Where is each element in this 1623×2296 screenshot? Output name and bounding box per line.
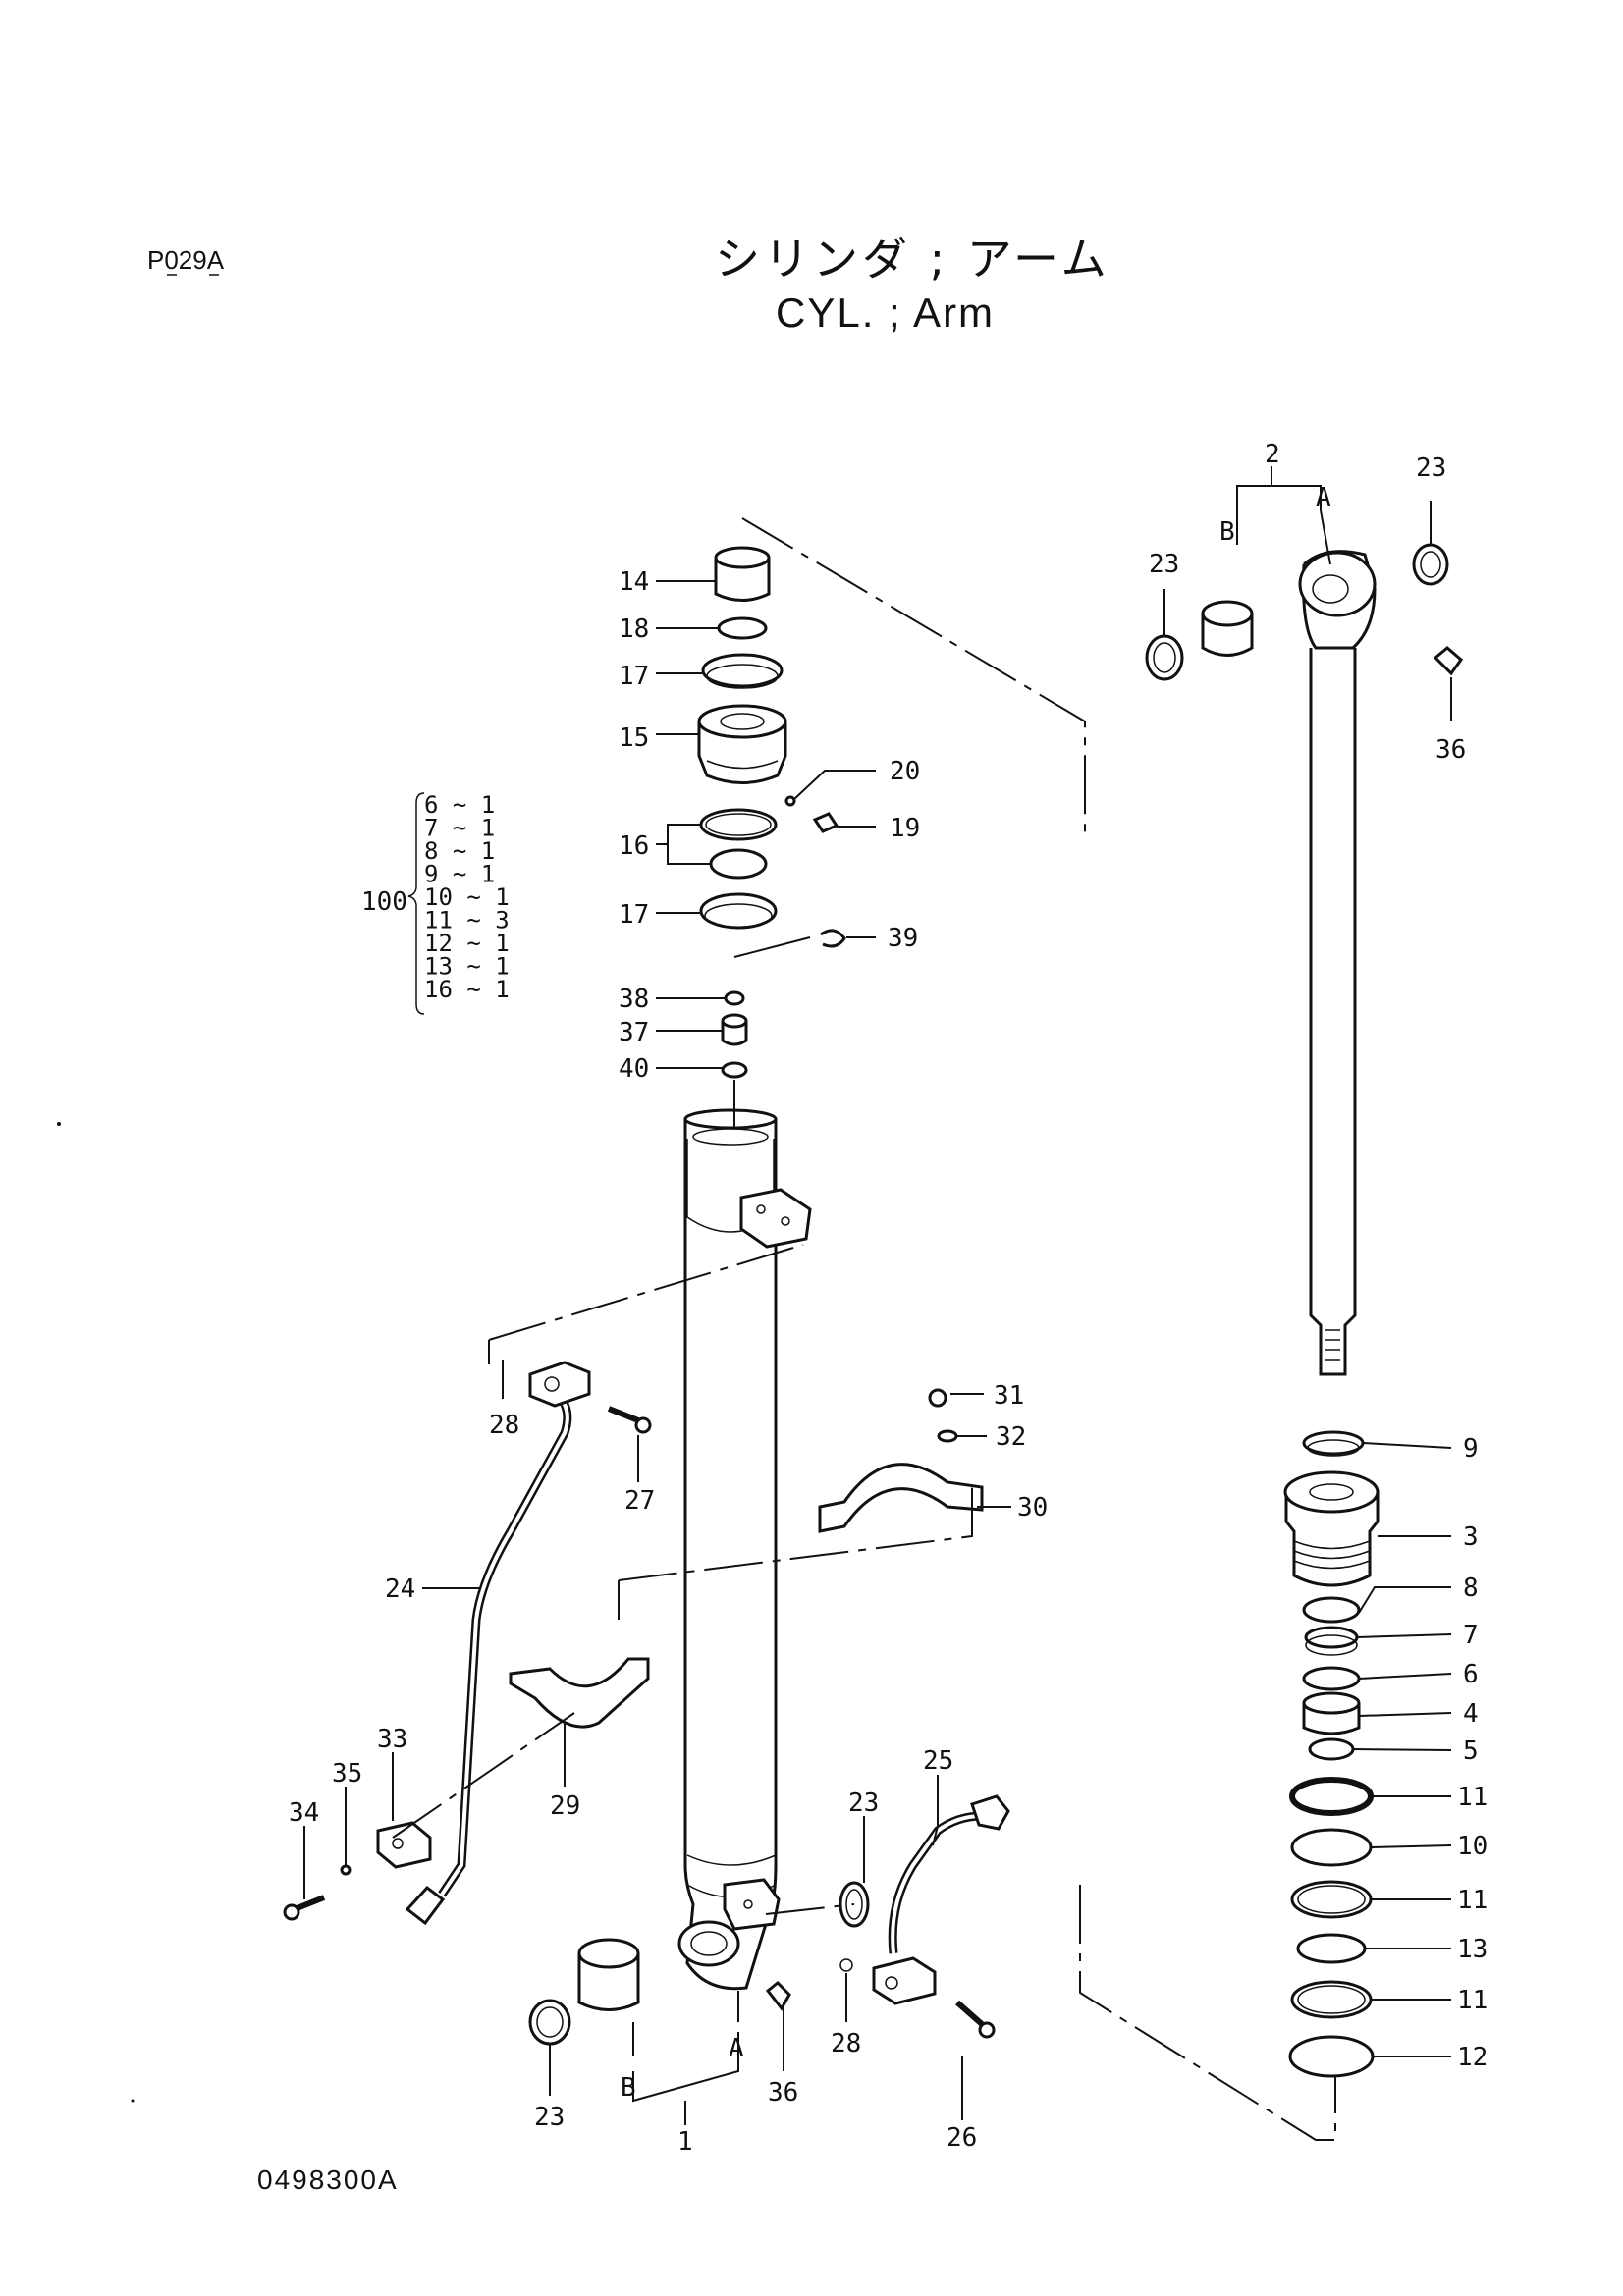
callout-36: 36 <box>1435 735 1466 765</box>
tube-port-head <box>739 1188 812 1249</box>
callout-14: 14 <box>619 567 649 597</box>
callout-30: 30 <box>1017 1493 1048 1522</box>
callout-6: 6 <box>1463 1660 1479 1689</box>
kit-row: 16 ~ 1 <box>424 976 510 1003</box>
kit-number: 100 <box>361 887 407 917</box>
callout-17: 17 <box>619 900 649 930</box>
callout-26: 26 <box>947 2123 977 2153</box>
callout-18: 18 <box>619 614 649 644</box>
page-code: P029A <box>147 245 225 275</box>
grease-nipple <box>765 1980 791 2011</box>
assembly-lines <box>392 517 1336 2141</box>
kit-row: 6 ~ 1 <box>424 791 495 819</box>
cylinder-tube <box>677 1108 812 2011</box>
callout-32: 32 <box>996 1422 1026 1452</box>
callout-4: 4 <box>1463 1699 1479 1729</box>
callout-sub-a-tube: A <box>729 2034 744 2063</box>
callout-31: 31 <box>994 1381 1024 1411</box>
callout-28: 28 <box>831 2029 861 2058</box>
callout-29: 29 <box>550 1791 580 1821</box>
callout-34: 34 <box>289 1798 319 1828</box>
callout-8: 8 <box>1463 1574 1479 1603</box>
pipe-assembly-bottom <box>528 1794 1010 2046</box>
callout-12: 12 <box>1457 2043 1488 2072</box>
piston-rod <box>1145 543 1464 1376</box>
callout-16: 16 <box>619 831 649 861</box>
callout-sub-a-rod: A <box>1316 483 1331 512</box>
callout-11: 11 <box>1457 1886 1488 1915</box>
callout-25: 25 <box>923 1746 953 1776</box>
callout-2: 2 <box>1265 440 1280 469</box>
seal-kit-list: 100 6 ~ 1 7 ~ 1 8 ~ 1 9 ~ 110 ~ 111 ~ 31… <box>361 791 510 1015</box>
title-japanese: シリンダ ; アーム <box>715 233 1110 286</box>
callout-3: 3 <box>1463 1522 1479 1552</box>
callout-33: 33 <box>377 1725 407 1754</box>
callout-9: 9 <box>1463 1434 1479 1464</box>
callout-17: 17 <box>619 662 649 691</box>
kit-row: 9 ~ 1 <box>424 861 495 888</box>
callout-40: 40 <box>619 1054 649 1084</box>
callout-sub-b-tube: B <box>621 2073 636 2103</box>
callout-27: 27 <box>624 1486 655 1516</box>
callout-5: 5 <box>1463 1736 1479 1766</box>
callout-labels: 14 18 17 15 20 19 16 17 39 38 37 40 2 A … <box>289 440 1488 2157</box>
callout-20: 20 <box>890 757 920 786</box>
callout-28: 28 <box>489 1411 519 1440</box>
callout-23: 23 <box>848 1789 879 1818</box>
kit-row: 13 ~ 1 <box>424 953 510 981</box>
kit-brace <box>407 792 425 1015</box>
callout-13: 13 <box>1457 1935 1488 1964</box>
callout-23: 23 <box>534 2103 565 2132</box>
callout-23: 23 <box>1149 550 1179 579</box>
kit-row: 10 ~ 1 <box>424 883 510 911</box>
callout-36: 36 <box>768 2078 798 2108</box>
callout-39: 39 <box>888 924 918 953</box>
kit-row: 12 ~ 1 <box>424 930 510 957</box>
kit-row: 8 ~ 1 <box>424 837 495 865</box>
piston-stack <box>697 546 846 1079</box>
kit-row: 11 ~ 3 <box>424 907 510 934</box>
drawing-number: 0498300A <box>257 2164 399 2195</box>
callout-sub-b-rod: B <box>1219 517 1235 547</box>
kit-row: 7 ~ 1 <box>424 815 495 842</box>
callout-38: 38 <box>619 985 649 1014</box>
callout-15: 15 <box>619 723 649 753</box>
rod-head-stack <box>1283 1430 1380 2078</box>
callout-23: 23 <box>1416 454 1446 483</box>
callout-11: 11 <box>1457 1783 1488 1812</box>
leader-lines <box>303 466 1452 2125</box>
pipe-assembly-left <box>283 1361 984 1926</box>
callout-37: 37 <box>619 1018 649 1047</box>
title-english: CYL. ; Arm <box>776 290 996 336</box>
callout-24: 24 <box>385 1575 415 1604</box>
callout-35: 35 <box>332 1759 362 1789</box>
callout-7: 7 <box>1463 1621 1479 1650</box>
callout-11: 11 <box>1457 1986 1488 2015</box>
callout-19: 19 <box>890 814 920 843</box>
callout-10: 10 <box>1457 1832 1488 1861</box>
callout-1: 1 <box>677 2127 693 2157</box>
